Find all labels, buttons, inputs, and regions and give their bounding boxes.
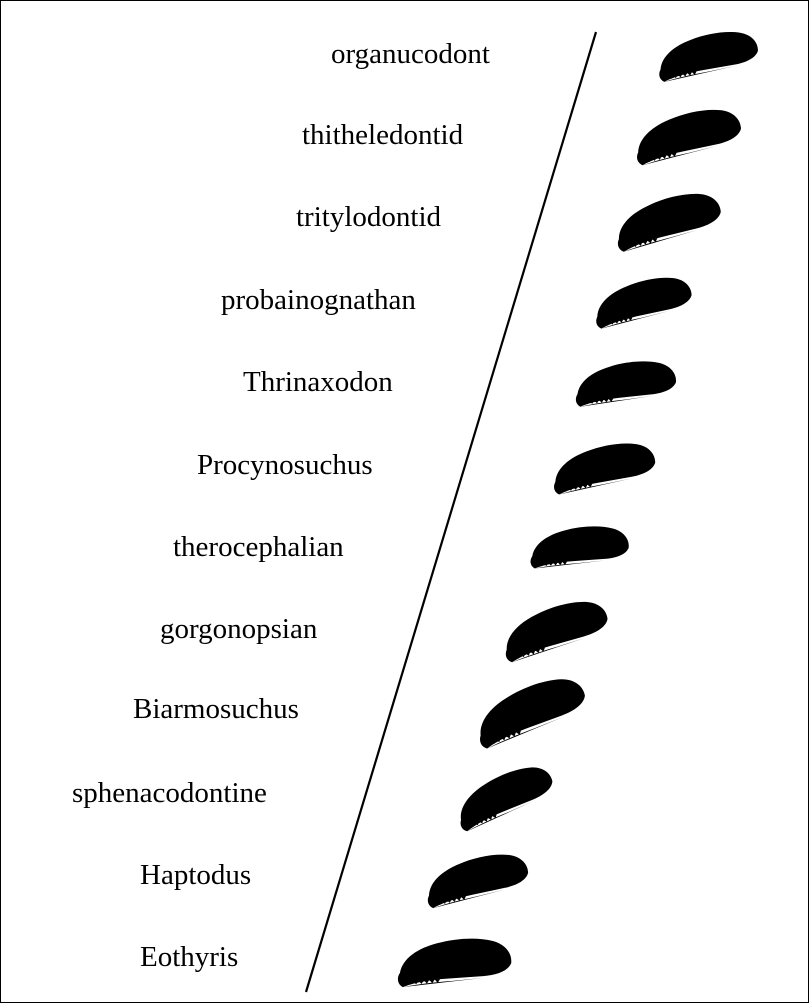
taxon-label-biarmosuchus: Biarmosuchus (133, 693, 299, 725)
skull-icon-gorgonopsian (497, 594, 612, 664)
taxon-label-thrinaxodon: Thrinaxodon (243, 366, 393, 398)
taxon-label-organucodont: organucodont (331, 38, 490, 70)
evolution-line (306, 32, 596, 992)
skull-icon-haptodus (421, 848, 531, 909)
taxon-label-therocephalian: therocephalian (173, 531, 344, 563)
taxon-label-thitheledontid: thitheledontid (302, 119, 464, 151)
skull-icon-probainognathan (590, 271, 695, 329)
skull-icon-thrinaxodon (573, 358, 678, 407)
skull-icon-therocephalian (528, 524, 630, 569)
skull-icon-eothyris (395, 936, 512, 988)
skull-icon-biarmosuchus (468, 670, 591, 750)
taxon-label-gorgonopsian: gorgonopsian (160, 613, 318, 645)
skull-icon-tritylodontid (610, 186, 725, 252)
taxon-label-tritylodontid: tritylodontid (296, 201, 442, 233)
taxon-label-haptodus: Haptodus (140, 859, 251, 891)
taxon-label-procynosuchus: Procynosuchus (197, 449, 373, 481)
skull-icon-thitheledontid (630, 103, 744, 166)
skull-icon-sphenacodontine (449, 758, 558, 832)
taxon-label-probainognathan: probainognathan (221, 284, 416, 316)
taxon-label-eothyris: Eothyris (140, 941, 238, 973)
skull-icon-procynosuchus (548, 438, 658, 496)
skull-icon-organucodont (654, 26, 761, 82)
taxon-label-sphenacodontine: sphenacodontine (72, 777, 267, 809)
